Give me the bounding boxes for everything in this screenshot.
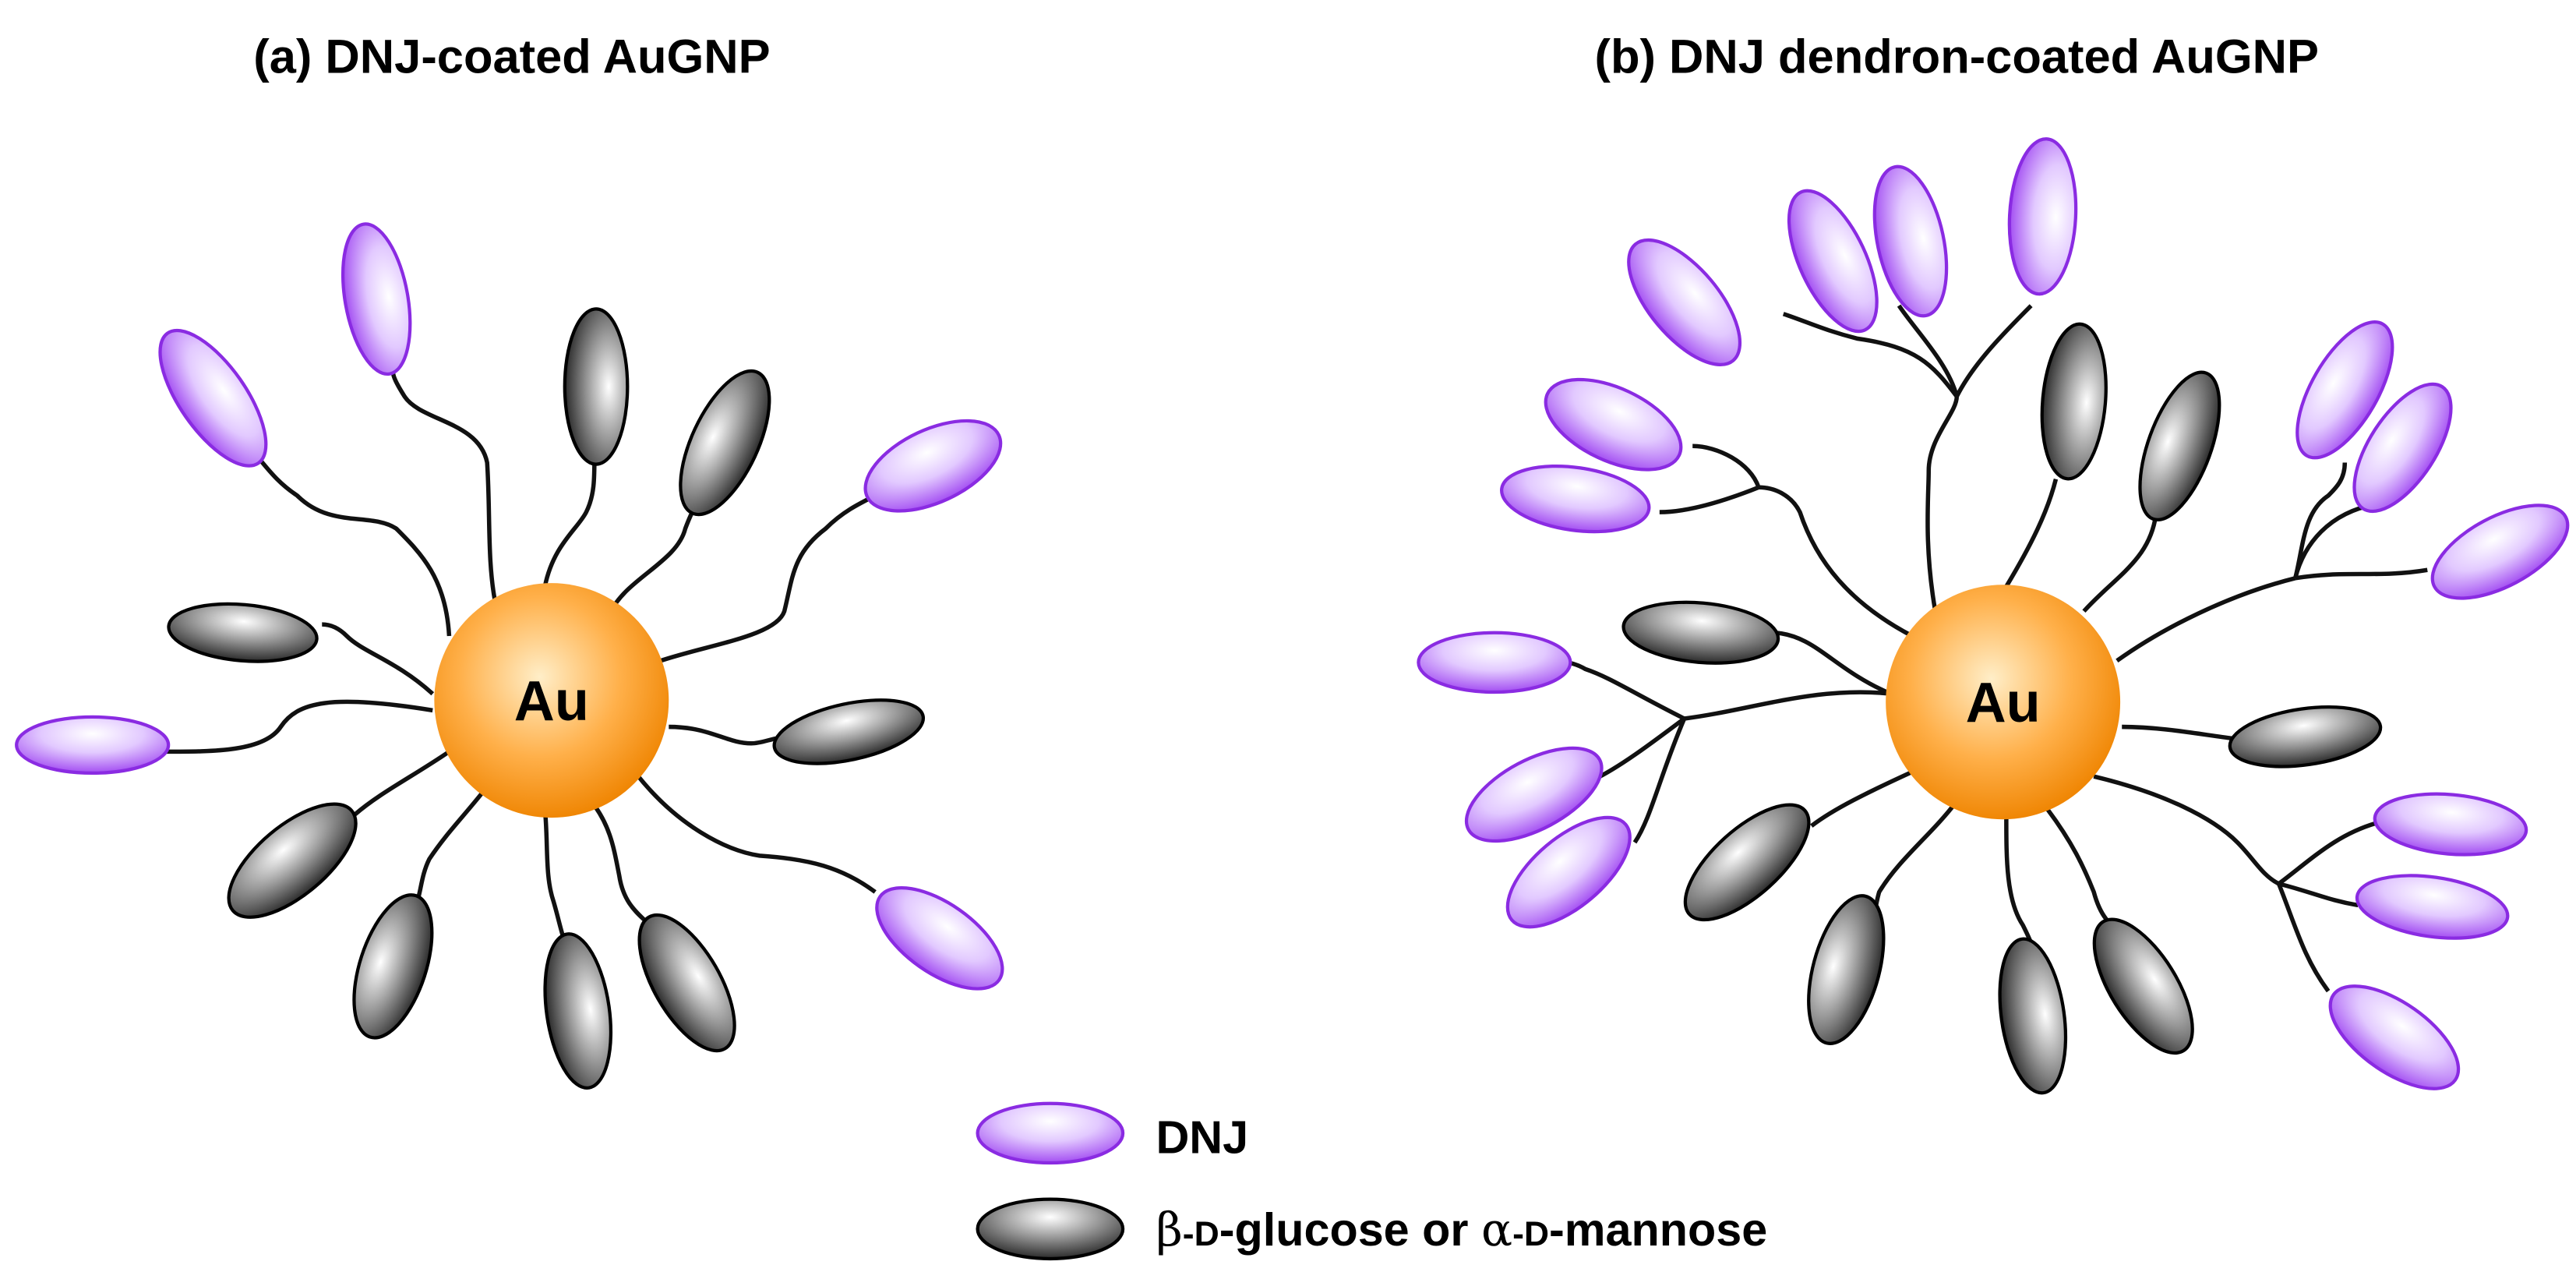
legend-mannose-text: -mannose <box>1549 1203 1767 1256</box>
panel-b-ligands <box>1417 137 2570 1095</box>
sugar-ligand <box>637 913 736 1053</box>
sugar-ligand <box>227 802 358 919</box>
dnj-ligand <box>2355 874 2510 940</box>
sugar-ligand <box>679 369 771 517</box>
dnj-ligand <box>341 222 412 376</box>
sugar-ligand <box>2040 322 2108 481</box>
dnj-ligand <box>1505 815 1632 929</box>
dnj-ligand <box>2430 504 2570 600</box>
dnj-ligand <box>15 715 171 776</box>
dnj-ligand <box>1417 631 1572 694</box>
panel-a-title: (a) DNJ-coated AuGNP <box>253 30 770 83</box>
legend-d-prefix-1: -D <box>1183 1215 1219 1253</box>
panel-a-tethers <box>164 371 877 943</box>
sugar-ligand <box>543 932 613 1090</box>
legend-sugar-swatch <box>976 1197 1125 1261</box>
gold-core-label-b: Au <box>1966 672 2041 734</box>
dnj-ligand <box>875 885 1004 991</box>
sugar-ligand <box>352 893 434 1040</box>
panel-b: Au <box>1417 137 2570 1095</box>
sugar-ligand <box>1807 894 1886 1046</box>
dnj-ligand <box>1544 377 1683 472</box>
dnj-ligand <box>2328 984 2461 1090</box>
panel-b-title: (b) DNJ dendron-coated AuGNP <box>1595 30 2320 83</box>
sugar-ligand <box>1683 803 1811 922</box>
sugar-ligand <box>2092 917 2194 1055</box>
legend: DNJ β-D-glucose or α-D-mannose <box>976 1101 1767 1261</box>
gold-nanoparticle-a <box>434 583 669 818</box>
sugar-ligand <box>563 307 630 466</box>
legend-beta-symbol: β <box>1156 1203 1182 1256</box>
dnj-ligand <box>1500 464 1651 534</box>
dnj-ligand <box>2373 792 2528 857</box>
sugar-ligand <box>772 698 926 765</box>
panel-a-ligands <box>15 222 1004 1090</box>
dnj-ligand <box>2295 320 2394 460</box>
legend-dnj-swatch <box>976 1101 1125 1165</box>
sugar-ligand <box>2228 705 2383 768</box>
dnj-ligand <box>1464 746 1604 843</box>
dnj-ligand <box>1627 238 1742 367</box>
sugar-ligand <box>167 602 319 663</box>
dnj-ligand <box>1787 189 1879 334</box>
legend-dnj-label: DNJ <box>1156 1111 1248 1163</box>
dnj-ligand <box>2352 382 2453 514</box>
dnj-ligand <box>1872 164 1949 318</box>
panel-a: Au <box>15 222 1004 1090</box>
dnj-ligand <box>2007 137 2078 296</box>
legend-alpha-symbol: α <box>1481 1203 1512 1256</box>
sugar-ligand <box>2138 370 2221 522</box>
dnj-ligand <box>863 419 1003 513</box>
gold-nanoparticle-b <box>1886 585 2121 820</box>
sugar-ligand <box>1621 600 1780 665</box>
legend-glucose-text: -glucose or <box>1219 1203 1481 1256</box>
gold-core-label-a: Au <box>514 670 589 733</box>
legend-d-prefix-2: -D <box>1512 1215 1549 1253</box>
sugar-ligand <box>1998 937 2068 1095</box>
legend-sugar-label: β-D-glucose or α-D-mannose <box>1156 1203 1767 1256</box>
dnj-ligand <box>158 328 268 468</box>
